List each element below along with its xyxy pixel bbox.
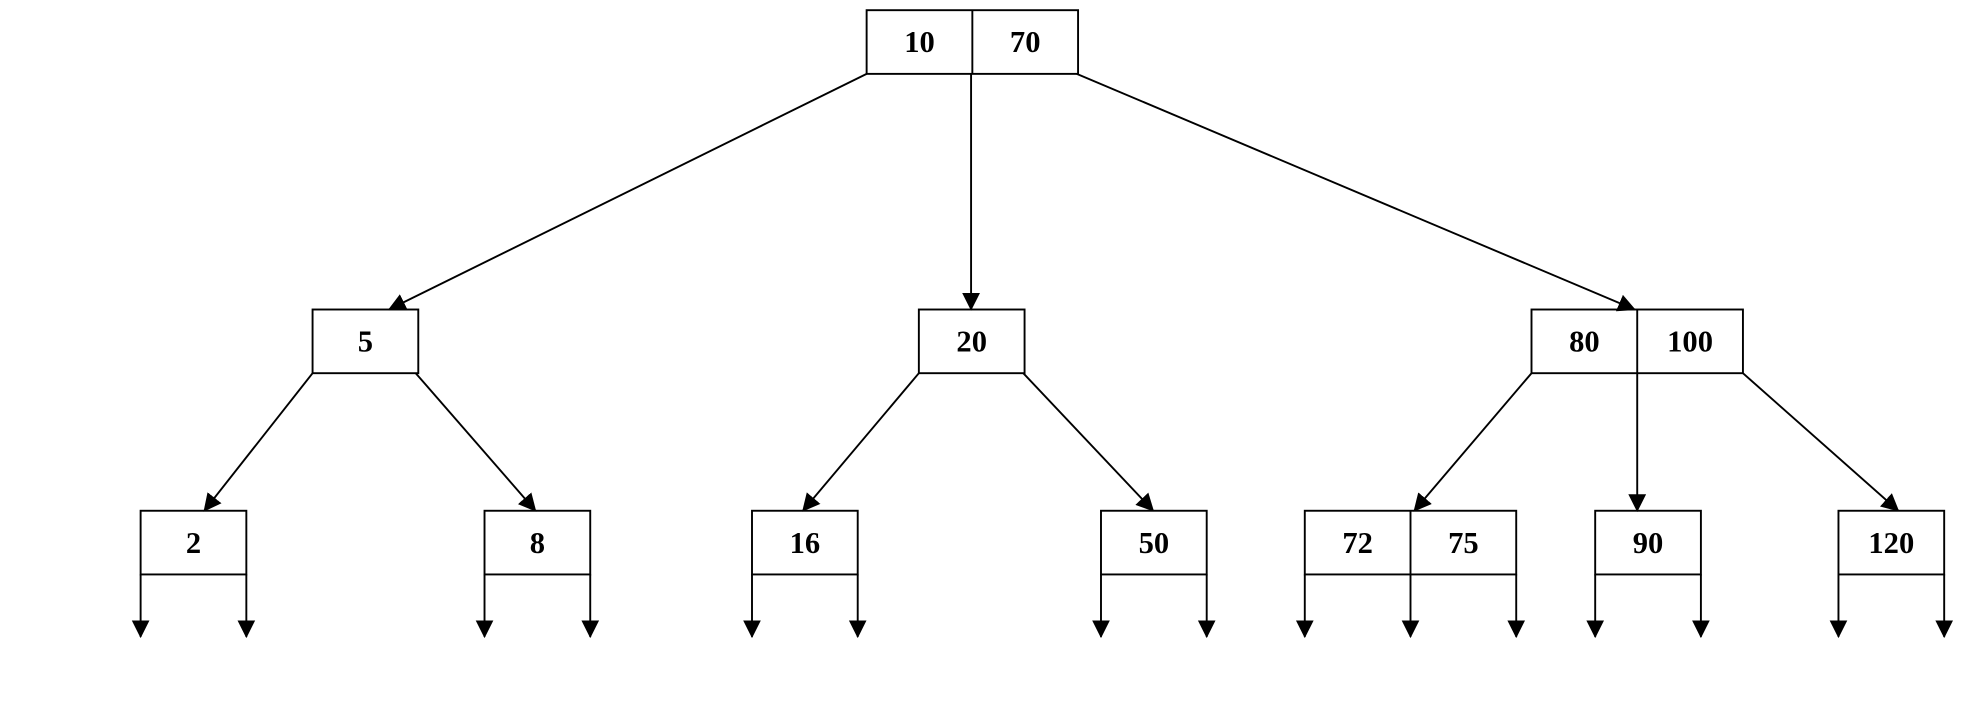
internal-node: 20 — [917, 308, 1026, 375]
edge-arrow — [1742, 372, 1900, 512]
leaf-node: 120 — [1837, 509, 1946, 576]
internal-node: 5 — [311, 308, 420, 375]
edge-arrow — [1022, 372, 1155, 512]
leaf-node: 2 — [139, 509, 248, 576]
node-key: 50 — [1139, 526, 1170, 560]
node-key: 10 — [904, 25, 935, 59]
node-key: 8 — [530, 526, 545, 560]
node-box — [311, 308, 420, 375]
node-key: 72 — [1342, 526, 1373, 560]
leaf-node: 8 — [483, 509, 592, 576]
root-node: 10 70 — [865, 9, 1080, 75]
node-box — [751, 509, 859, 576]
node-key: 20 — [956, 325, 987, 359]
node-key: 80 — [1569, 325, 1600, 359]
node-key: 120 — [1868, 526, 1914, 560]
edge-arrow — [1076, 72, 1636, 312]
edge-arrow — [387, 73, 868, 311]
internal-node: 80 100 — [1530, 308, 1744, 375]
leaf-node: 72 75 — [1303, 509, 1518, 576]
node-key: 16 — [790, 526, 821, 560]
node-key: 5 — [358, 325, 373, 359]
node-box — [139, 509, 248, 576]
node-box — [1100, 509, 1208, 576]
node-key: 75 — [1448, 526, 1479, 560]
node-key: 2 — [186, 526, 201, 560]
edge-arrow — [203, 372, 314, 512]
edge-arrow — [1413, 372, 1533, 512]
leaf-node: 50 — [1100, 509, 1208, 576]
edge-arrow — [415, 372, 537, 512]
node-key: 90 — [1633, 526, 1664, 560]
leaf-node: 16 — [751, 509, 859, 576]
leaf-node: 90 — [1594, 509, 1702, 576]
node-key: 70 — [1010, 25, 1041, 59]
node-box — [483, 509, 592, 576]
edge-arrow — [802, 372, 920, 512]
node-key: 100 — [1667, 325, 1713, 359]
node-box — [1594, 509, 1702, 576]
